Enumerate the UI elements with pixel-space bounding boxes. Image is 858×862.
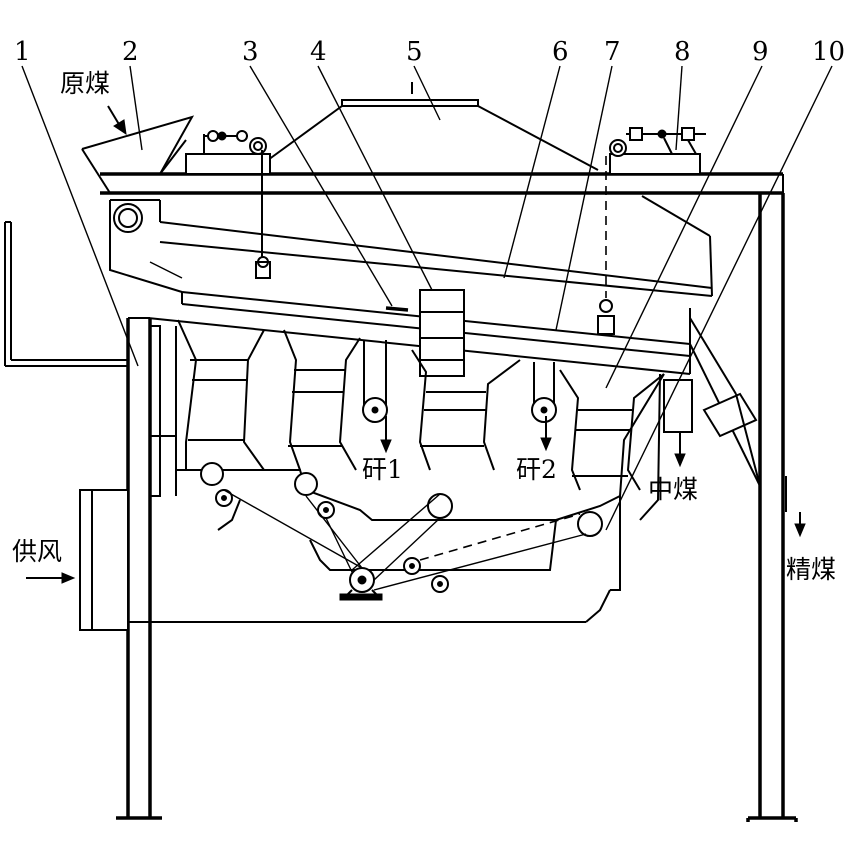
clamp-block xyxy=(419,289,465,377)
middling-outlet xyxy=(663,379,693,468)
part-number-3: 3 xyxy=(242,37,259,67)
air-chambers xyxy=(177,319,665,491)
feeder-box xyxy=(109,195,713,297)
part-number-1: 1 xyxy=(14,37,31,67)
flow-labels: 原煤 矸1 矸2 中煤 精煤 供风 xyxy=(12,69,836,584)
part-number-6: 6 xyxy=(552,37,569,67)
feed-hopper xyxy=(81,115,195,194)
part-number-8: 8 xyxy=(674,37,691,67)
part-number-7: 7 xyxy=(604,37,621,67)
air-inlet-duct xyxy=(79,489,129,631)
part-number-9: 9 xyxy=(752,37,769,67)
top-hood xyxy=(267,82,599,174)
part-number-10: 10 xyxy=(812,37,845,67)
drive-pulleys xyxy=(200,462,603,601)
raw-coal-arrow xyxy=(107,105,127,136)
part-number-4: 4 xyxy=(310,37,327,67)
middling-label: 中煤 xyxy=(648,475,698,504)
gangue-discharge-2 xyxy=(531,362,557,452)
gangue-1-label: 矸1 xyxy=(362,455,403,484)
gangue-discharge-1 xyxy=(362,340,392,454)
part-number-2: 2 xyxy=(122,37,139,67)
leader-lines xyxy=(21,65,833,531)
part-number-5: 5 xyxy=(406,37,423,67)
lift-mechanism-right xyxy=(597,127,706,335)
gangue-2-label: 矸2 xyxy=(516,455,557,484)
air-supply-label: 供风 xyxy=(12,537,62,566)
raw-coal-label: 原煤 xyxy=(60,69,110,98)
left-wall-bracket xyxy=(4,221,128,367)
part-number-labels: 1 2 3 4 5 6 7 8 9 10 xyxy=(14,37,845,67)
air-supply-arrow xyxy=(26,572,76,584)
clean-coal-label: 精煤 xyxy=(786,555,836,584)
clean-coal-chute xyxy=(689,317,806,538)
lift-mechanism-left xyxy=(185,130,271,279)
